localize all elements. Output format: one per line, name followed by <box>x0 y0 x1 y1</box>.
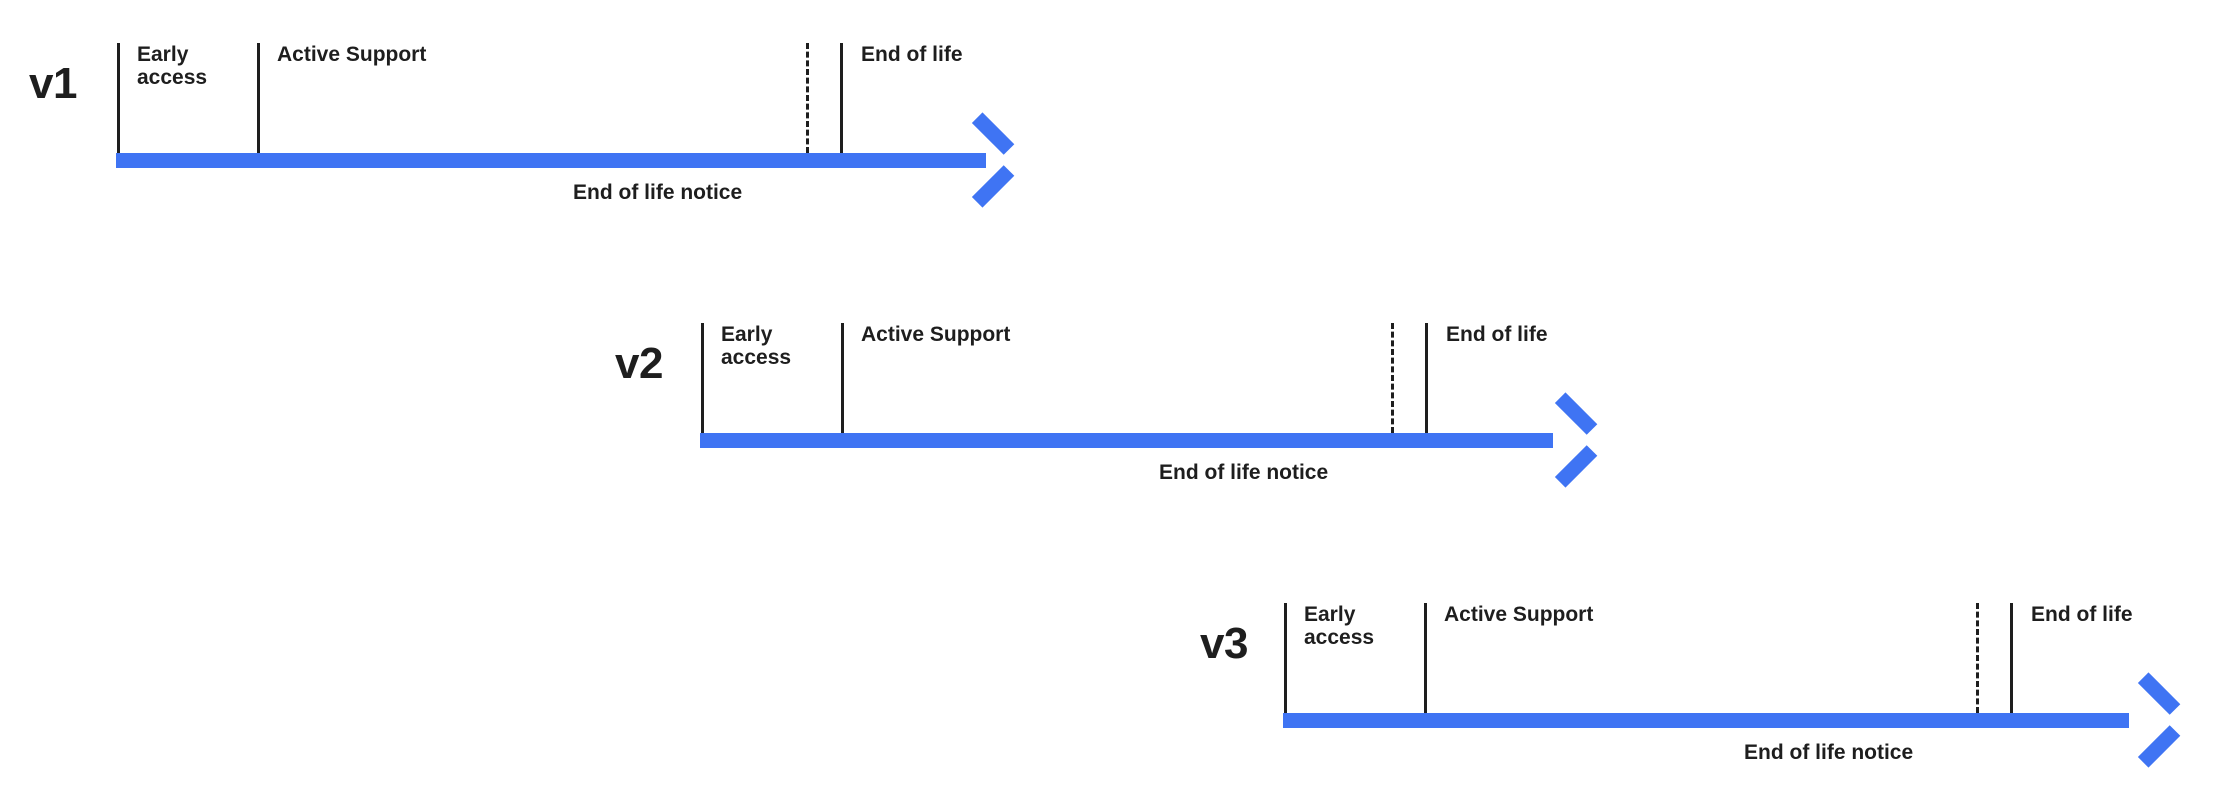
stage-label-active-support-v1: Active Support <box>277 43 427 66</box>
timeline-bar-v1 <box>116 153 986 168</box>
stage-label-active-support-v3: Active Support <box>1444 603 1594 626</box>
version-label-v3: v3 <box>1200 619 1248 668</box>
timeline-bar-v2 <box>700 433 1553 448</box>
divider-end-of-life-notice-v1 <box>806 43 809 153</box>
divider-end-of-life-notice-v3 <box>1976 603 1979 713</box>
divider-end-of-life-v3 <box>2010 603 2013 713</box>
divider-end-of-life-v1 <box>840 43 843 153</box>
divider-early-access-end-v2 <box>841 323 844 433</box>
timeline-arrow-v3 <box>2128 672 2181 768</box>
divider-start-v1 <box>117 43 120 153</box>
timeline-bar-v3 <box>1283 713 2129 728</box>
timeline-arrow-v1 <box>962 112 1015 208</box>
notice-label-v2: End of life notice <box>1159 461 1329 484</box>
divider-start-v3 <box>1284 603 1287 713</box>
divider-early-access-end-v1 <box>257 43 260 153</box>
version-label-v1: v1 <box>29 59 77 108</box>
divider-end-of-life-v2 <box>1425 323 1428 433</box>
stage-label-early-access-v3: Early access <box>1304 603 1375 649</box>
stage-label-end-of-life-v3: End of life <box>2031 603 2133 626</box>
notice-label-v1: End of life notice <box>573 181 743 204</box>
divider-end-of-life-notice-v2 <box>1391 323 1394 433</box>
stage-label-end-of-life-v2: End of life <box>1446 323 1548 346</box>
stage-label-end-of-life-v1: End of life <box>861 43 963 66</box>
timeline-row-v1: v1 Early access Active Support End of li… <box>0 0 1100 260</box>
notice-label-v3: End of life notice <box>1744 741 1914 764</box>
divider-early-access-end-v3 <box>1424 603 1427 713</box>
timeline-arrow-v2 <box>1545 392 1598 488</box>
timeline-row-v2: v2 Early access Active Support End of li… <box>0 280 1700 540</box>
timeline-row-v3: v3 Early access Active Support End of li… <box>0 560 2228 812</box>
version-label-v2: v2 <box>615 339 663 388</box>
divider-start-v2 <box>701 323 704 433</box>
stage-label-active-support-v2: Active Support <box>861 323 1011 346</box>
stage-label-early-access-v1: Early access <box>137 43 208 89</box>
stage-label-early-access-v2: Early access <box>721 323 792 369</box>
